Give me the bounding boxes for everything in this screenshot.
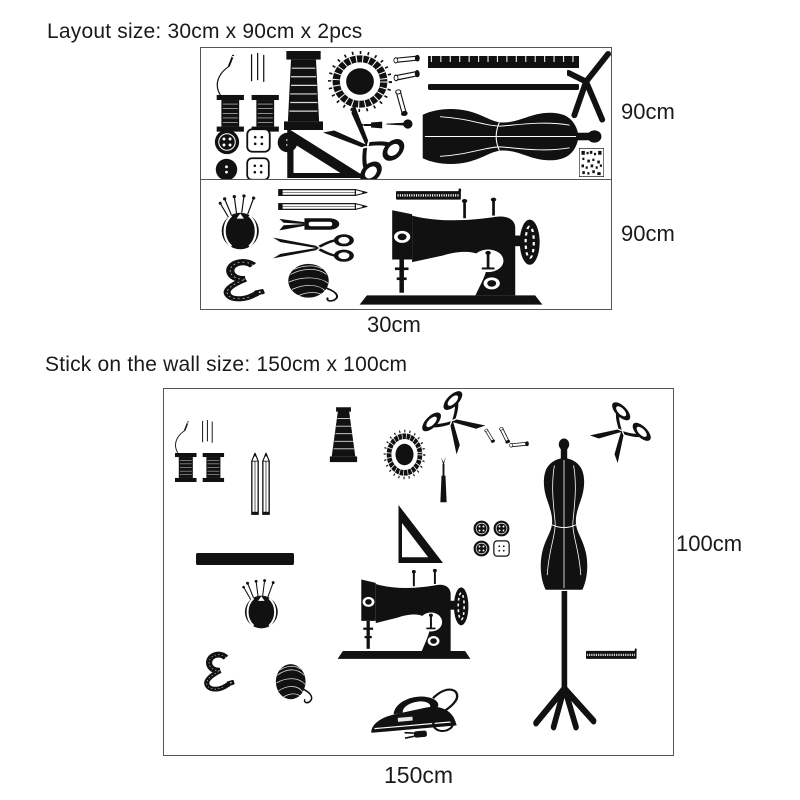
set-square-icon [395,505,443,563]
pencil-icon [261,451,271,515]
round-button-icon [215,158,238,181]
needle-and-thread-spools-icon [209,53,285,133]
decal-sheet-1 [200,47,612,182]
tomato-pincushion-icon [215,193,267,250]
sewing-machine-icon [356,193,546,306]
measuring-tape-icon [197,647,237,694]
sheet-width-label: 30cm [367,312,421,337]
needle-and-thread-spools-icon [169,420,229,483]
round-button-icon [473,520,490,537]
decal-sheet-2 [200,179,612,310]
measuring-tape-icon [214,254,268,304]
round-button-icon [473,540,490,557]
ruler-icon [428,56,579,68]
thread-cone-icon [328,406,359,464]
safety-pin-icon [393,53,420,64]
wall-height-label: 100cm [676,531,743,556]
seam-ripper-icon [438,456,449,503]
large-thread-spool-icon [284,51,323,130]
sheet1-height-label: 90cm [621,99,675,124]
safety-pin-icon [483,427,496,444]
iron-icon [365,680,466,751]
yarn-ball-icon [283,257,343,307]
zipper-icon [586,648,639,661]
wall-width-label: 150cm [384,762,454,788]
wall-size-heading: Stick on the wall size: 150cm x 100cm [45,353,408,376]
sewing-machine-icon [335,565,473,660]
dress-form-icon [528,438,600,598]
qr-code-icon [579,148,604,177]
square-button-icon [246,128,271,153]
thread-snips-icon [278,215,342,233]
safety-pin-icon [393,68,421,82]
square-button-icon [493,540,510,557]
pencil-icon [250,451,260,515]
ruler-strip-icon [196,553,294,565]
safety-pin-icon [509,440,529,448]
round-pincushion-icon [383,429,426,480]
tomato-pincushion-icon [239,578,285,629]
yarn-ball-icon [272,657,316,709]
trim-strip-icon [428,84,579,90]
round-button-icon [493,520,510,537]
wall-layout-box [163,388,674,756]
dress-form-stand-icon [567,51,611,124]
round-button-icon [214,129,240,155]
square-button-icon [246,157,270,181]
dress-form-stand-icon [528,591,600,731]
layout-size-heading: Layout size: 30cm x 90cm x 2pcs [47,20,363,43]
safety-pin-icon [394,88,410,117]
sheet2-height-label: 90cm [621,221,675,246]
